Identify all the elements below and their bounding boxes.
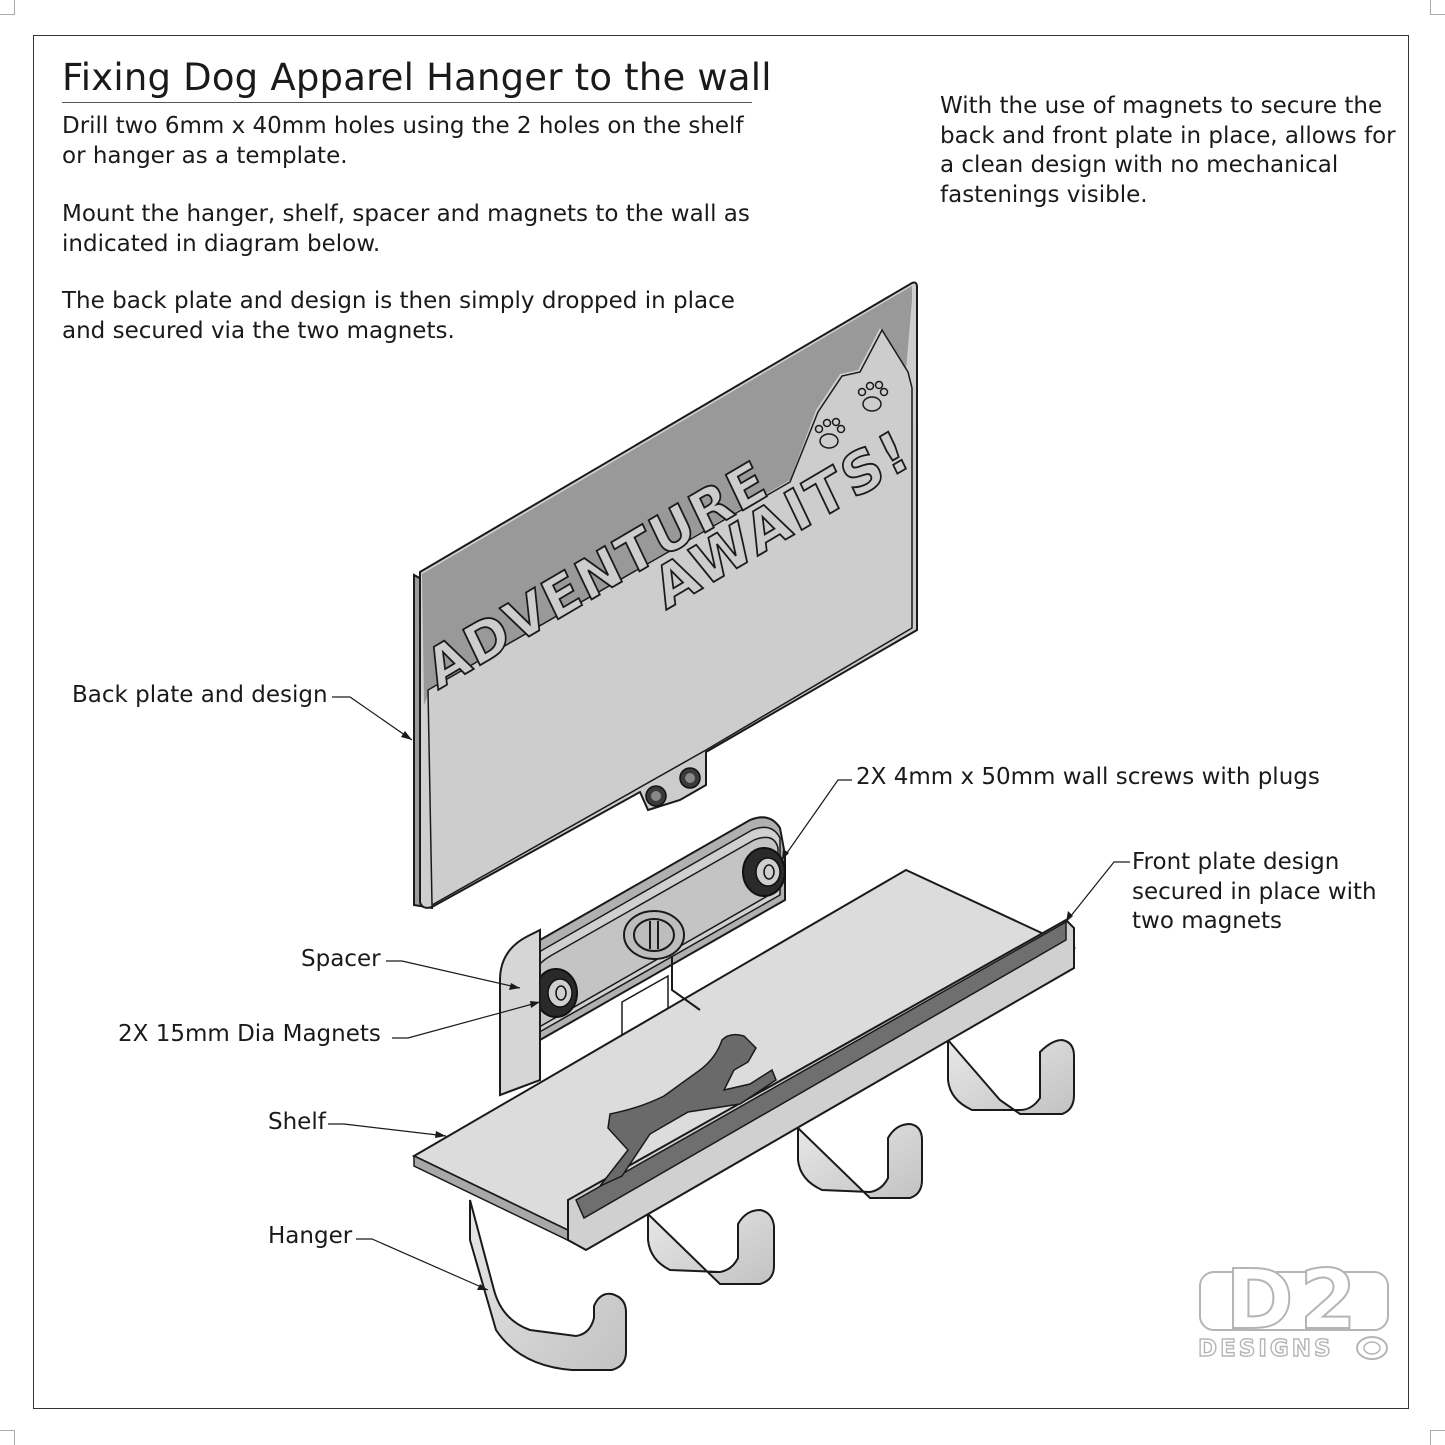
leader-back-plate (332, 696, 413, 741)
label-line: Front plate design (1132, 849, 1340, 875)
instruction-line: Mount the hanger, shelf, spacer and magn… (62, 201, 750, 227)
back-plate: ADVENTURE AWAITS! (413, 281, 922, 910)
instruction-paragraph-3: The back plate and design is then simply… (62, 287, 735, 346)
leader-hanger (356, 1238, 489, 1291)
leader-front-plate (1065, 861, 1130, 923)
label-magnets: 2X 15mm Dia Magnets (118, 1021, 381, 1047)
hanger (469, 1037, 1075, 1371)
instruction-line: or hanger as a template. (62, 142, 348, 169)
leader-lines (328, 696, 1130, 1291)
instruction-line: The back plate and design is then simply… (62, 288, 735, 314)
label-hanger: Hanger (268, 1223, 353, 1249)
label-line: secured in place with (1132, 878, 1377, 905)
logo-emblem-inner-icon (1363, 1341, 1381, 1355)
arrowhead (530, 1001, 540, 1008)
instruction-line: indicated in diagram below. (62, 230, 381, 257)
instruction-line: and secured via the two magnets. (62, 317, 455, 344)
side-note-line: a clean design with no mechanical (940, 152, 1339, 178)
instruction-paragraph-2: Mount the hanger, shelf, spacer and magn… (62, 200, 750, 259)
paw-print-icon (814, 417, 846, 449)
crop-mark (0, 0, 15, 15)
label-front-plate: Front plate design secured in place with… (1132, 848, 1377, 937)
side-note-line: back and front plate in place, allows fo… (940, 122, 1396, 149)
arrowhead (477, 1284, 488, 1290)
arrowhead (1066, 911, 1073, 922)
dog-silhouette-icon (599, 1033, 777, 1187)
instruction-paragraph-1: Drill two 6mm x 40mm holes using the 2 h… (62, 112, 744, 171)
label-shelf: Shelf (268, 1109, 326, 1135)
d2-designs-logo: D2 DESIGNS (1197, 1252, 1389, 1363)
logo-emblem-icon (1356, 1336, 1388, 1360)
arrowhead (509, 983, 520, 990)
side-note-line: With the use of magnets to secure the (940, 93, 1383, 119)
magnet-upper (742, 847, 786, 897)
leader-shelf (328, 1123, 447, 1137)
leader-arrowheads (401, 731, 1073, 1290)
magnet-lower (534, 968, 578, 1018)
crop-mark (0, 1430, 15, 1445)
arrowhead (401, 731, 412, 740)
title-underline (62, 102, 752, 103)
arrowhead (782, 849, 789, 860)
label-wall-screws: 2X 4mm x 50mm wall screws with plugs (856, 764, 1320, 790)
front-plate (567, 918, 1075, 1252)
label-line: two magnets (1132, 908, 1283, 934)
d2-emblem-icon (623, 910, 685, 960)
paw-print-icon (857, 380, 889, 412)
label-spacer: Spacer (301, 946, 381, 972)
spacer (511, 816, 786, 1062)
arrowhead (435, 1131, 446, 1138)
drawing-frame (33, 35, 1409, 1409)
instruction-line: Drill two 6mm x 40mm holes using the 2 h… (62, 113, 744, 139)
crop-mark (1430, 1430, 1445, 1445)
page-title: Fixing Dog Apparel Hanger to the wall (62, 56, 772, 99)
logo-main-text: D2 (1225, 1253, 1362, 1348)
crop-mark (1430, 0, 1445, 15)
leader-screws (781, 779, 852, 861)
leader-magnets (392, 1001, 541, 1039)
side-note-line: fastenings visible. (940, 181, 1148, 208)
label-back-plate: Back plate and design (72, 682, 328, 708)
leader-spacer (386, 960, 521, 989)
logo-sub-text: DESIGNS (1198, 1336, 1334, 1362)
side-note: With the use of magnets to secure the ba… (940, 92, 1396, 210)
